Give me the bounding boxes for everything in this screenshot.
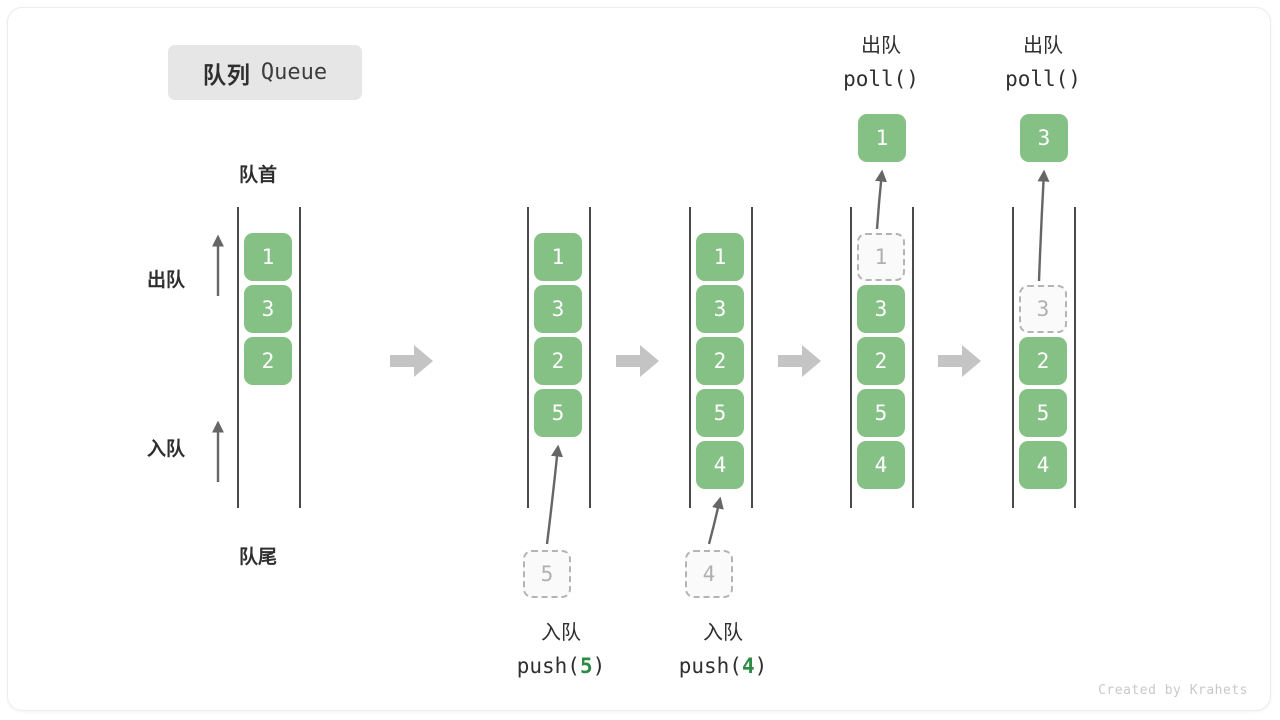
queue-cell: 5 xyxy=(696,389,744,437)
push-footer-value: 4 xyxy=(741,654,755,678)
queue-rail xyxy=(527,207,529,508)
column-header-code: poll() xyxy=(1005,67,1081,91)
column-header-cn: 出队 xyxy=(860,33,901,57)
poll-result-cell: 3 xyxy=(1020,114,1068,162)
diagram-title-en: Queue xyxy=(260,60,328,85)
queue-rear-label: 队尾 xyxy=(239,546,278,568)
step-arrow-icon xyxy=(616,344,660,378)
column-header-code: poll() xyxy=(843,67,919,91)
queue-rail xyxy=(689,207,691,508)
queue-cell: 4 xyxy=(857,441,905,489)
queue-cell: 5 xyxy=(1019,389,1067,437)
queue-cell: 2 xyxy=(1019,337,1067,385)
enqueue-side-label: 入队 xyxy=(147,438,186,460)
queue-cell: 3 xyxy=(244,285,292,333)
push-footer-code: push(5) xyxy=(516,654,606,678)
column-header-poll-3: 出队 poll() xyxy=(1005,28,1081,96)
queue-rail xyxy=(1074,207,1076,508)
push-footer-push-4: 入队 push(4) xyxy=(679,615,768,683)
queue-rail xyxy=(299,207,301,508)
diagram-title-chip: 队列 Queue xyxy=(168,45,362,100)
queue-cell: 4 xyxy=(1019,441,1067,489)
queue-rail xyxy=(237,207,239,508)
poll-result-cell: 1 xyxy=(858,114,906,162)
queue-rail xyxy=(1012,207,1014,508)
dequeue-side-label: 出队 xyxy=(147,269,186,291)
push-footer-cn: 入队 xyxy=(703,620,743,644)
queue-cell: 1 xyxy=(534,233,582,281)
queue-cell: 4 xyxy=(696,441,744,489)
queue-rail xyxy=(751,207,753,508)
queue-cell: 2 xyxy=(696,337,744,385)
queue-cell: 3 xyxy=(696,285,744,333)
queue-cell: 1 xyxy=(244,233,292,281)
queue-cell: 1 xyxy=(696,233,744,281)
queue-cell: 5 xyxy=(534,389,582,437)
push-footer-code: push(4) xyxy=(678,654,768,678)
queue-cell-ghost: 1 xyxy=(857,233,905,281)
queue-cell: 5 xyxy=(857,389,905,437)
queue-cell: 2 xyxy=(244,337,292,385)
queue-cell: 3 xyxy=(534,285,582,333)
queue-rail xyxy=(589,207,591,508)
push-footer-push-5: 入队 push(5) xyxy=(517,615,606,683)
queue-rail xyxy=(912,207,914,508)
column-header-cn: 出队 xyxy=(1022,33,1063,57)
step-arrow-icon xyxy=(938,344,982,378)
queue-cell: 2 xyxy=(534,337,582,385)
queue-rail xyxy=(850,207,852,508)
diagram-title-cn: 队列 xyxy=(202,62,251,89)
queue-front-label: 队首 xyxy=(239,164,278,186)
push-source-ghost: 5 xyxy=(523,550,571,598)
queue-cell-ghost: 3 xyxy=(1019,285,1067,333)
push-footer-value: 5 xyxy=(579,654,593,678)
queue-cell: 3 xyxy=(857,285,905,333)
queue-cell: 2 xyxy=(857,337,905,385)
push-footer-cn: 入队 xyxy=(541,620,581,644)
column-header-poll-1: 出队 poll() xyxy=(843,28,919,96)
step-arrow-icon xyxy=(390,344,434,378)
step-arrow-icon xyxy=(778,344,822,378)
watermark: Created by Krahets xyxy=(1098,683,1248,698)
push-source-ghost: 4 xyxy=(685,550,733,598)
